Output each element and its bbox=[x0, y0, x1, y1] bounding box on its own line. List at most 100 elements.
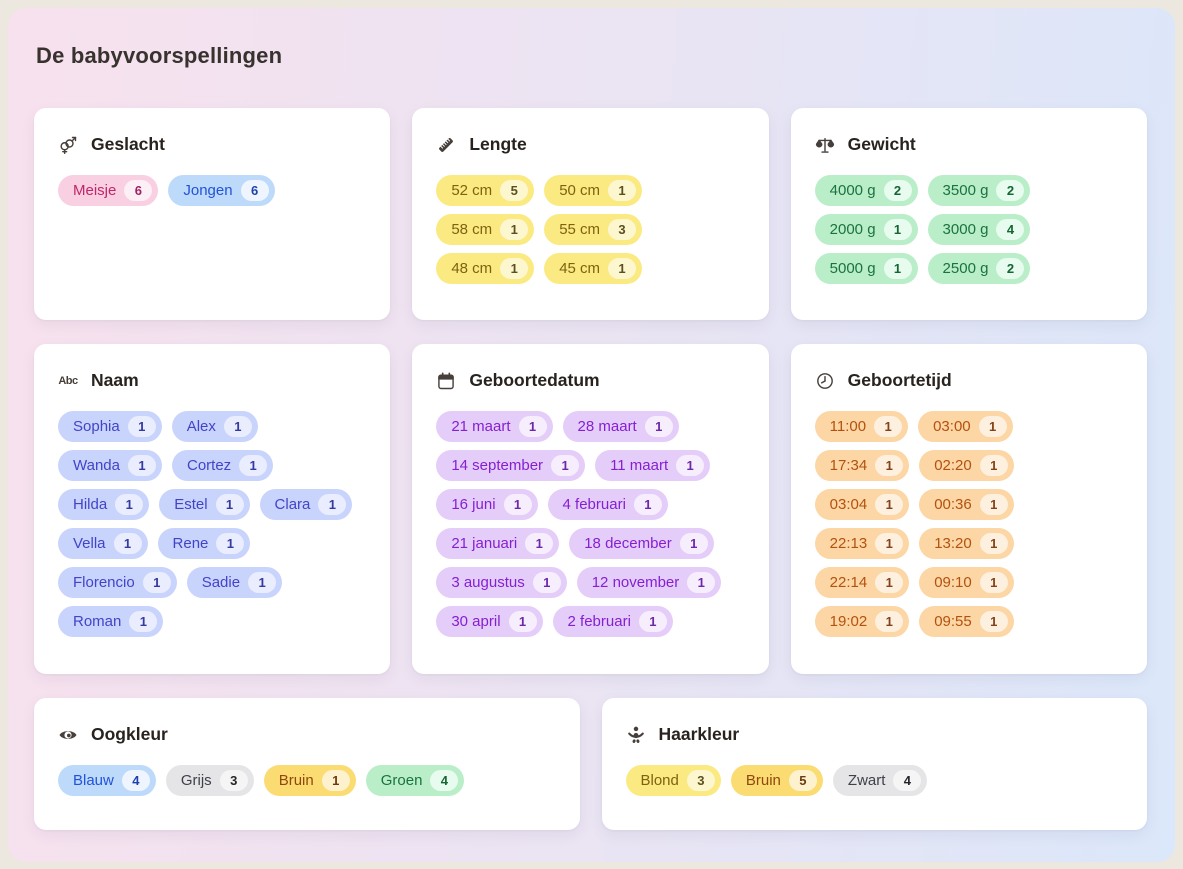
card-title: Lengte bbox=[469, 134, 527, 154]
chip-label: 50 cm bbox=[559, 182, 601, 199]
chip-16-juni: 16 juni 1 bbox=[436, 489, 538, 520]
page-title: De babyvoorspellingen bbox=[36, 43, 283, 68]
chip-label: 21 januari bbox=[451, 535, 518, 552]
chip-48-cm: 48 cm 1 bbox=[436, 253, 535, 284]
chip-label: 14 september bbox=[451, 457, 544, 474]
card-header: Lengte bbox=[436, 134, 744, 155]
card-gewicht: Gewicht 4000 g 2 3500 g 2 2000 g 1 3000 … bbox=[790, 108, 1147, 320]
chip-label: 12 november bbox=[591, 574, 680, 591]
chip-label: 21 maart bbox=[451, 418, 511, 435]
chip-row: Wanda 1 Cortez 1 bbox=[58, 450, 366, 481]
chip-count-badge: 1 bbox=[644, 416, 673, 437]
chip-count-badge: 6 bbox=[240, 180, 269, 201]
chip-bruin: Bruin 1 bbox=[263, 765, 356, 796]
chip-09:10: 09:10 1 bbox=[919, 567, 1014, 598]
chip-30-april: 30 april 1 bbox=[436, 606, 543, 637]
chip-zwart: Zwart 4 bbox=[832, 765, 928, 796]
card-title: Gewicht bbox=[847, 134, 916, 154]
chip-count-badge: 1 bbox=[638, 611, 667, 632]
chip-blauw: Blauw 4 bbox=[58, 765, 156, 796]
chip-13:20: 13:20 1 bbox=[919, 528, 1014, 559]
chip-count-badge: 1 bbox=[215, 494, 244, 515]
baby-icon bbox=[626, 725, 646, 745]
chip-4-februari: 4 februari 1 bbox=[547, 489, 668, 520]
chip-row: Roman 1 bbox=[58, 606, 366, 637]
chip-label: Blond bbox=[640, 772, 679, 789]
chip-row: 52 cm 5 50 cm 1 bbox=[436, 175, 744, 206]
chip-5000-g: 5000 g 1 bbox=[814, 253, 918, 284]
chip-label: 30 april bbox=[451, 613, 501, 630]
chip-label: 03:04 bbox=[829, 496, 868, 513]
chip-count-badge: 1 bbox=[679, 533, 708, 554]
chip-count-badge: 3 bbox=[608, 219, 637, 240]
chip-sadie: Sadie 1 bbox=[186, 567, 283, 598]
chip-count-badge: 1 bbox=[525, 533, 554, 554]
card-header: Geboortetijd bbox=[815, 370, 1123, 391]
chip-count-badge: 1 bbox=[500, 258, 529, 279]
chip-count-badge: 1 bbox=[142, 572, 171, 593]
card-title: Geboortetijd bbox=[847, 370, 952, 390]
chip-wanda: Wanda 1 bbox=[58, 450, 162, 481]
chip-rows: Meisje 6 Jongen 6 bbox=[58, 175, 366, 206]
chip-count-badge: 1 bbox=[608, 180, 637, 201]
chip-label: Florencio bbox=[73, 574, 135, 591]
card-naam: Abc Naam Sophia 1 Alex 1 Wanda 1 Cortez … bbox=[34, 344, 391, 674]
chip-label: 17:34 bbox=[829, 457, 868, 474]
card-title: Oogkleur bbox=[91, 724, 168, 744]
chip-label: Vella bbox=[73, 535, 106, 552]
chip-label: 02:20 bbox=[934, 457, 972, 474]
chip-count-badge: 1 bbox=[216, 533, 245, 554]
chip-label: 28 maart bbox=[577, 418, 637, 435]
chip-label: 19:02 bbox=[829, 613, 868, 630]
chip-17:34: 17:34 1 bbox=[814, 450, 910, 481]
chip-label: Rene bbox=[172, 535, 209, 552]
chip-count-badge: 1 bbox=[127, 416, 156, 437]
chip-count-badge: 6 bbox=[124, 180, 153, 201]
chip-count-badge: 1 bbox=[978, 416, 1007, 437]
chip-count-badge: 1 bbox=[875, 533, 904, 554]
chip-3500-g: 3500 g 2 bbox=[927, 175, 1031, 206]
chip-14-september: 14 september 1 bbox=[436, 450, 586, 481]
chip-count-badge: 4 bbox=[996, 219, 1025, 240]
chip-florencio: Florencio 1 bbox=[58, 567, 177, 598]
chip-label: 09:10 bbox=[934, 574, 972, 591]
chip-21-maart: 21 maart 1 bbox=[436, 411, 553, 442]
chip-label: 2500 g bbox=[942, 260, 989, 277]
chip-rows: Blauw 4 Grijs 3 Bruin 1 Groen 4 bbox=[58, 765, 556, 796]
chip-label: Estel bbox=[174, 496, 208, 513]
chip-rows: Blond 3 Bruin 5 Zwart 4 bbox=[625, 765, 1124, 796]
card-title: Naam bbox=[91, 370, 139, 390]
chip-count-badge: 1 bbox=[875, 494, 904, 515]
chip-3000-g: 3000 g 4 bbox=[927, 214, 1031, 245]
chip-45-cm: 45 cm 1 bbox=[544, 253, 643, 284]
chip-label: Hilda bbox=[73, 496, 108, 513]
chip-22:14: 22:14 1 bbox=[814, 567, 910, 598]
chip-count-badge: 4 bbox=[893, 770, 922, 791]
chip-meisje: Meisje 6 bbox=[58, 175, 159, 206]
chip-rows: 21 maart 1 28 maart 1 14 september 1 11 … bbox=[436, 411, 744, 637]
scales-icon bbox=[815, 135, 835, 155]
chip-count-badge: 1 bbox=[979, 572, 1008, 593]
chip-label: Blauw bbox=[73, 772, 114, 789]
card-header: Geslacht bbox=[58, 134, 366, 155]
chip-clara: Clara 1 bbox=[259, 489, 353, 520]
chip-label: Jongen bbox=[183, 182, 233, 199]
chip-label: Groen bbox=[380, 772, 423, 789]
chip-label: 52 cm bbox=[451, 182, 493, 199]
chip-label: 4 februari bbox=[562, 496, 626, 513]
chip-count-badge: 1 bbox=[874, 416, 903, 437]
chip-count-badge: 1 bbox=[127, 455, 156, 476]
chip-row: 30 april 1 2 februari 1 bbox=[436, 606, 744, 637]
card-geslacht: Geslacht Meisje 6 Jongen 6 bbox=[34, 108, 391, 320]
chip-roman: Roman 1 bbox=[58, 606, 164, 637]
eye-icon bbox=[58, 725, 78, 745]
chip-label: 22:13 bbox=[829, 535, 868, 552]
card-oogkleur: Oogkleur Blauw 4 Grijs 3 Bruin 1 Groen 4 bbox=[34, 698, 580, 830]
chip-row: 22:14 1 09:10 1 bbox=[814, 567, 1123, 598]
chip-vella: Vella 1 bbox=[58, 528, 148, 559]
card-haarkleur: Haarkleur Blond 3 Bruin 5 Zwart 4 bbox=[601, 698, 1147, 830]
chip-cortez: Cortez 1 bbox=[171, 450, 274, 481]
chip-row: 58 cm 1 55 cm 3 bbox=[436, 214, 744, 245]
chip-count-badge: 1 bbox=[518, 416, 547, 437]
chip-4000-g: 4000 g 2 bbox=[814, 175, 918, 206]
